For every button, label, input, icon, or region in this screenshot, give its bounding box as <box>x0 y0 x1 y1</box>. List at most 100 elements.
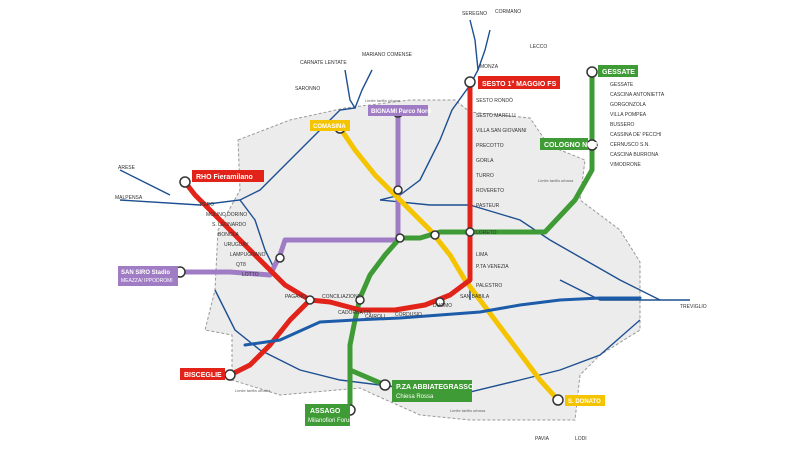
station-label: URUGUAY <box>224 242 249 248</box>
station-label: SESTO RONDÒ <box>476 97 513 104</box>
station-label: PRECOTTO <box>476 143 504 149</box>
zone-label-south: Limite tariffa urbana <box>450 408 486 413</box>
dest-cormano: CORMANO <box>495 9 521 15</box>
dest-seregno: SEREGNO <box>462 11 487 17</box>
label-cairoli: CAIROLI <box>365 314 385 320</box>
terminal-gessate-box[interactable]: GESSATE <box>598 65 638 77</box>
m1-west-station-labels: PERO MOLINO DORINO S. LEONARDO BONOLA URUGUA… <box>200 202 266 278</box>
label-san-babila: SAN BABILA <box>460 294 490 300</box>
terminal-comasina-label: COMASINA <box>313 124 346 130</box>
dest-treviglio: TREVIGLIO <box>680 304 707 310</box>
terminal-rho-box[interactable]: RHO Fieramilano <box>192 170 264 182</box>
label-pagano: PAGANO <box>285 294 306 300</box>
station-label: BONOLA <box>218 232 240 238</box>
dest-monza: MONZA <box>480 64 499 70</box>
station-label: LOTTO <box>242 272 259 278</box>
terminal-gessate-label: GESSATE <box>602 69 635 76</box>
dest-arese: ARESE <box>118 165 136 171</box>
label-porta-venezia: P.TA VENEZIA <box>476 264 509 270</box>
station-bisceglie[interactable] <box>224 369 236 381</box>
terminal-sandonato-label: S. DONATO <box>568 399 601 405</box>
station-zara[interactable] <box>393 185 403 195</box>
station-label: BUSSERO <box>610 122 635 128</box>
terminal-comasina-box[interactable]: COMASINA <box>310 120 350 131</box>
zone-label-southwest: Limite tariffa urbana <box>235 388 271 393</box>
label-loreto: LORETO <box>476 230 497 236</box>
terminal-cologno-box[interactable]: COLOGNO NORD <box>540 138 603 150</box>
terminal-sansiro-sublabel: MEAZZA/ IPPODROMI <box>121 278 173 284</box>
terminal-bisceglie-label: BISCEGLIE <box>184 372 222 379</box>
terminal-bisceglie-box[interactable]: BISCEGLIE <box>180 368 225 380</box>
label-palestro: PALESTRO <box>476 283 502 289</box>
station-label: QT8 <box>236 262 246 268</box>
m3-line <box>337 125 561 403</box>
station-garibaldi[interactable] <box>395 233 405 243</box>
station-label: VILLA SAN GIOVANNI <box>476 128 526 134</box>
station-label: VIMODRONE <box>610 162 642 168</box>
station-label: SESTO MARELLI <box>476 113 516 119</box>
terminal-abbiategrasso-box[interactable]: P.ZA ABBIATEGRASSO Chiesa Rossa <box>392 380 474 402</box>
terminal-assago-box[interactable]: ASSAGO Milanofiori Forum <box>305 404 354 426</box>
label-lima: LIMA <box>476 252 488 258</box>
dest-malpensa: MALPENSA <box>115 195 143 201</box>
m5-line <box>177 109 401 278</box>
terminal-sandonato-box[interactable]: S. DONATO <box>565 395 605 406</box>
label-duomo: DUOMO <box>433 303 452 309</box>
dest-carnate: CARNATE LENTATE <box>300 60 347 66</box>
m1-north-station-labels: SESTO RONDÒ SESTO MARELLI VILLA SAN GIOVAN… <box>476 97 526 209</box>
station-cadorna[interactable] <box>355 295 365 305</box>
station-loreto[interactable] <box>465 227 475 237</box>
station-centrale[interactable] <box>430 230 440 240</box>
urban-zone <box>204 99 641 421</box>
m1-line <box>182 79 473 313</box>
station-label: CASCINA ANTONIETTA <box>610 92 665 98</box>
station-pagano[interactable] <box>305 295 315 305</box>
station-label: GORLA <box>476 158 494 164</box>
core-station-labels: LORETO LIMA P.TA VENEZIA PALESTRO SAN BA… <box>285 230 509 320</box>
station-lotto[interactable] <box>275 253 285 263</box>
dest-saronno: SARONNO <box>295 86 320 92</box>
station-label: S. LEONARDO <box>212 222 246 228</box>
station-label: GORGONZOLA <box>610 102 647 108</box>
station-label: VILLA POMPEA <box>610 112 647 118</box>
label-cadorna: CADORNA FN <box>338 310 371 316</box>
m2-east-station-labels: GESSATE CASCINA ANTONIETTA GORGONZOLA VILLA… <box>610 82 665 168</box>
m2-famagosta-branch <box>349 367 386 388</box>
terminal-assago-label: ASSAGO <box>310 408 341 415</box>
terminal-abbiategrasso-sublabel: Chiesa Rossa <box>396 394 434 400</box>
dest-pavia: PAVIA <box>535 436 550 442</box>
terminal-sansiro-label: SAN SIRO Stadio <box>121 270 170 276</box>
station-rho[interactable] <box>179 176 191 188</box>
station-label: CASSINA DE' PECCHI <box>610 132 661 138</box>
station-label: LAMPUGNANO <box>230 252 266 258</box>
station-label: CERNUSCO S.N. <box>610 142 650 148</box>
terminal-bignami-label: BIGNAMI Parco Nord <box>371 109 431 115</box>
m2-line <box>347 69 595 413</box>
station-label: PERO <box>200 202 214 208</box>
station-duomo[interactable] <box>435 297 445 307</box>
terminal-rho-label: RHO Fieramilano <box>196 174 253 181</box>
terminal-cologno-label: COLOGNO NORD <box>544 142 603 149</box>
terminal-sansiro-box[interactable]: SAN SIRO Stadio MEAZZA/ IPPODROMI <box>118 266 178 286</box>
dest-lecco: LECCO <box>530 44 547 50</box>
station-label: PASTEUR <box>476 203 500 209</box>
label-conciliazione: CONCILIAZIONE <box>322 294 362 300</box>
terminal-assago-sublabel: Milanofiori Forum <box>308 418 354 424</box>
terminal-bignami-box[interactable]: BIGNAMI Parco Nord <box>368 105 431 116</box>
station-sesto[interactable] <box>464 76 476 88</box>
dest-mariano: MARIANO COMENSE <box>362 52 413 58</box>
station-label: ROVERETO <box>476 188 504 194</box>
station-label: CASCINA BURRONA <box>610 152 659 158</box>
station-label: TURRO <box>476 173 494 179</box>
station-abbiategrasso[interactable] <box>379 379 391 391</box>
station-label: MOLINO DORINO <box>206 212 247 218</box>
label-cordusio: CORDUSIO <box>395 312 422 318</box>
station-gessate[interactable] <box>586 66 598 78</box>
terminal-sesto-box[interactable]: SESTO 1° MAGGIO FS <box>478 76 560 89</box>
m1-bisceglie-branch <box>227 297 313 378</box>
station-sandonato[interactable] <box>552 394 564 406</box>
dest-lodi: LODI <box>575 436 587 442</box>
m4-line <box>243 296 642 347</box>
station-label: GESSATE <box>610 82 634 88</box>
